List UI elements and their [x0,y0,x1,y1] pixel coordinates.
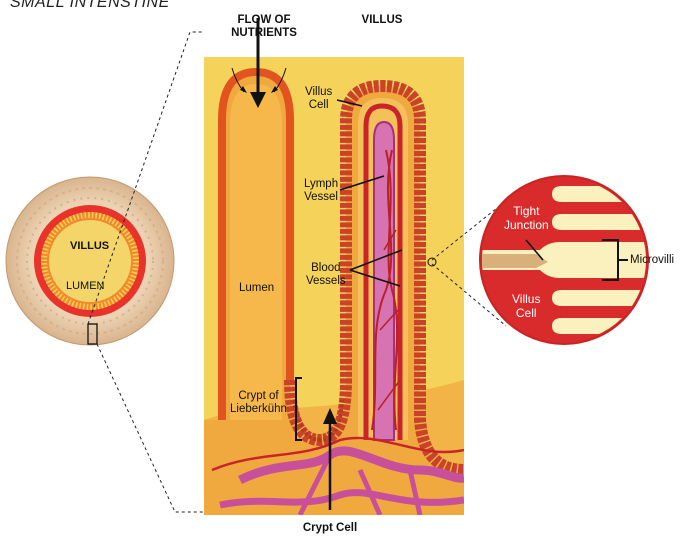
crypt-cell-label: Crypt Cell [290,522,370,535]
cross-section-villus-label: VILLUS [70,240,109,253]
villus-header: VILLUS [352,14,412,27]
flow-label-line1: FLOW OF [237,14,290,26]
flow-label-line2: NUTRIENTS [231,27,297,39]
flow-of-nutrients-label: FLOW OF NUTRIENTS [224,14,304,40]
lumen-label: Lumen [239,282,274,295]
microvilli-zoom [480,170,650,350]
intestine-cross-section [6,177,174,345]
cross-section-lumen-label: LUMEN [66,280,105,293]
microvilli-label: Microvilli [630,254,674,267]
